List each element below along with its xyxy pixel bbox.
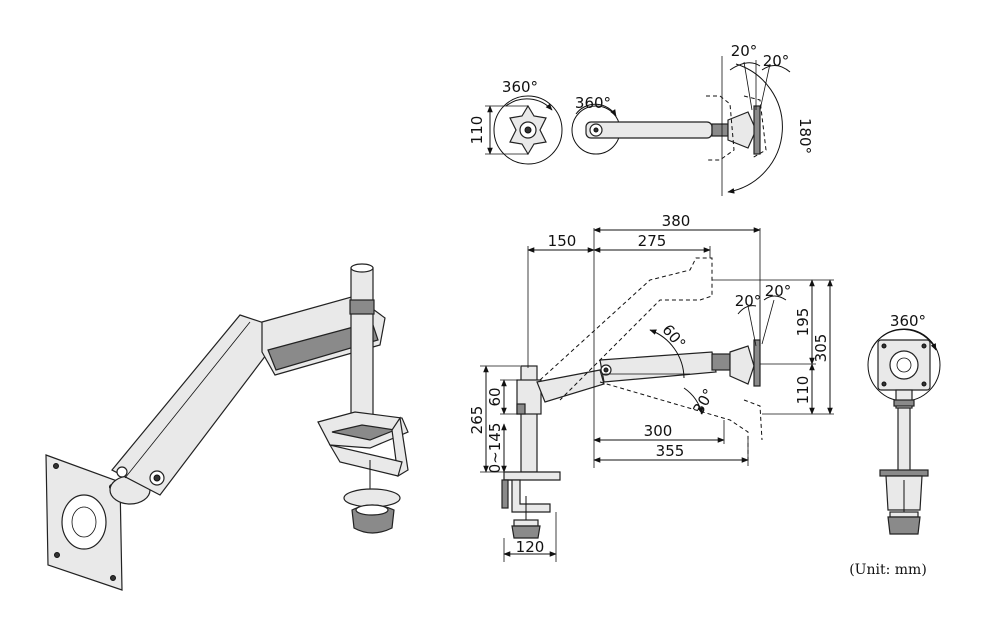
top-arm [585,121,713,139]
top-view [485,56,791,196]
top-tilt-left-label: 20° [731,42,758,60]
top-rotation-arm-label: 360° [575,94,611,112]
front-knob [887,516,921,535]
side-base [503,471,561,481]
top-swivel-label: 180° [796,118,814,154]
lower-arm [111,314,286,496]
vesa-center [71,506,97,538]
up-height-label: 195 [794,308,812,337]
arm-length-total-label: 355 [656,442,685,460]
side-view [480,227,834,562]
front-rotation-label: 360° [890,312,926,330]
side-knob [511,525,541,539]
top-tilt-right-label: 20° [763,52,790,70]
pole [350,267,374,429]
total-height-label: 305 [812,334,830,363]
front-base [879,469,929,477]
down-height-label: 110 [794,376,812,405]
reach-left-label: 150 [548,232,577,250]
reach-mid-label: 275 [638,232,667,250]
perspective-illustration [45,263,409,591]
top-height-label: 110 [468,116,486,145]
side-tilt-right-label: 20° [765,282,792,300]
front-view [867,328,941,535]
vesa-ring [61,494,107,550]
reach-total-label: 380 [662,212,691,230]
clamp-plate [343,488,401,508]
arm-length-low-label: 300 [644,422,673,440]
side-lower-link [536,369,605,403]
base-rotation-circle [493,95,563,165]
side-arm [599,351,717,383]
front-pole [897,407,911,473]
side-tilt-left-label: 20° [735,292,762,310]
adjust-range-label: 0~145 [486,423,504,474]
block-height-label: 60 [486,387,504,406]
arm-down-angle-label: 30° [689,385,718,417]
unit-label: (Unit: mm) [849,562,927,578]
clamp-width-label: 120 [516,538,545,556]
arm-up-angle-label: 60° [658,321,689,353]
top-rotation-base-label: 360° [502,78,538,96]
pole-height-label: 265 [468,406,486,435]
